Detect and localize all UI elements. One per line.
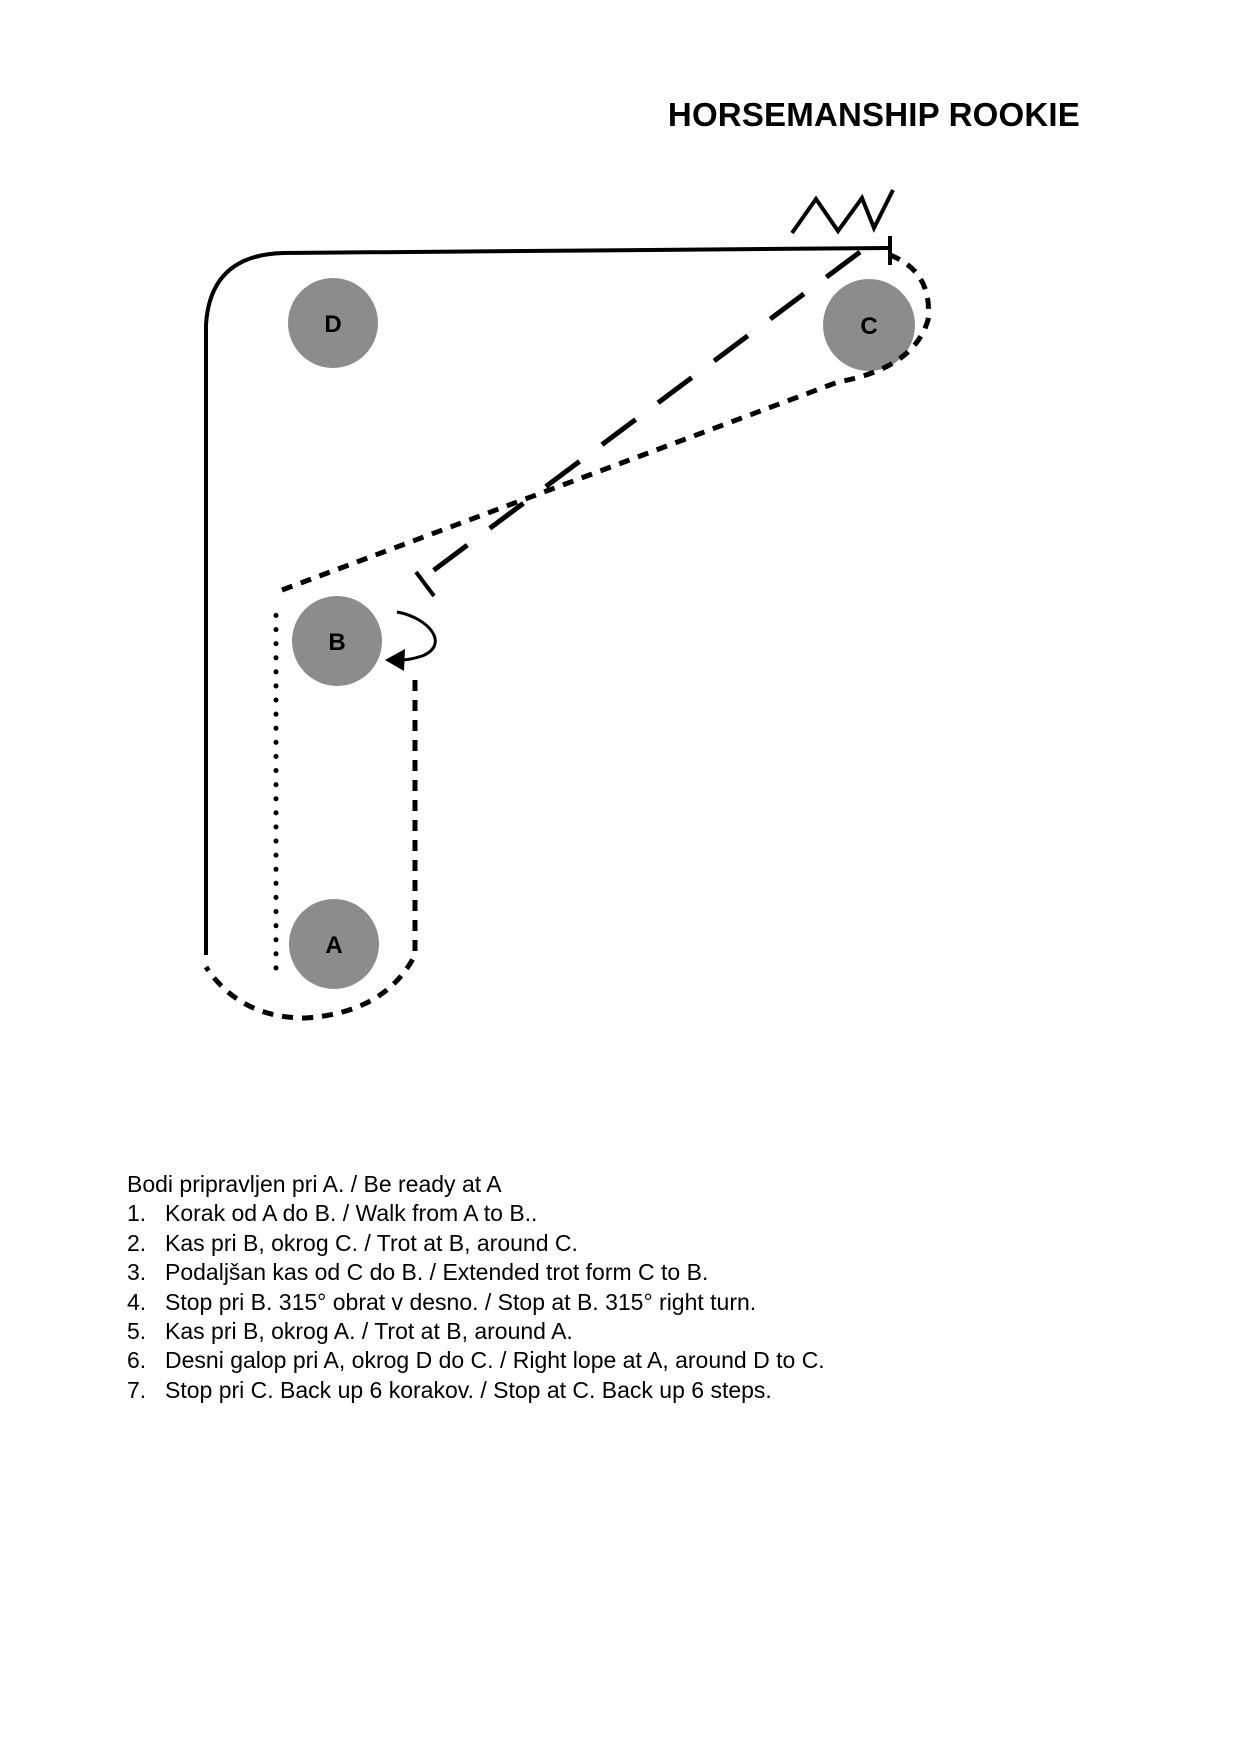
- step-text: Korak od A do B. / Walk from A to B..: [165, 1200, 538, 1227]
- instruction-step: 3. Podaljšan kas od C do B. / Extended tr…: [127, 1258, 1127, 1287]
- step-text: Stop pri C. Back up 6 korakov. / Stop at…: [165, 1376, 772, 1403]
- instruction-step: 7. Stop pri C. Back up 6 korakov. / Stop …: [127, 1376, 1127, 1405]
- pattern-diagram: D C B A: [203, 189, 932, 1021]
- instruction-step: 6. Desni galop pri A, okrog D do C. / Rig…: [127, 1346, 1127, 1375]
- instruction-step: 2. Kas pri B, okrog C. / Trot at B, aroun…: [127, 1229, 1127, 1258]
- step-number: 1.: [127, 1200, 147, 1227]
- instruction-steps: 1.Korak od A do B. / Walk from A to B.. …: [127, 1199, 1127, 1405]
- stop-marker-b: [414, 570, 436, 598]
- instruction-step: 1. Korak od A do B. / Walk from A to B..: [127, 1199, 1127, 1228]
- cone-d: D: [288, 278, 378, 368]
- trot-path-around-c: [281, 252, 932, 593]
- instruction-step: 4. Stop pri B. 315° obrat v desno. / Stop…: [127, 1288, 1127, 1317]
- lope-path: [204, 246, 891, 955]
- cone-d-label: D: [324, 311, 341, 338]
- step-number: 7.: [127, 1376, 147, 1403]
- instruction-step: 5. Kas pri B, okrog A. / Trot at B, aroun…: [127, 1317, 1127, 1346]
- step-text: Kas pri B, okrog C. / Trot at B, around …: [165, 1229, 578, 1256]
- step-number: 4.: [127, 1288, 147, 1315]
- step-number: 6.: [127, 1347, 147, 1374]
- step-text: Kas pri B, okrog A. / Trot at B, around …: [165, 1318, 573, 1345]
- cone-a: A: [289, 899, 379, 989]
- step-text: Desni galop pri A, okrog D do C. / Right…: [165, 1347, 825, 1374]
- backup-zigzag-icon: [790, 189, 895, 235]
- cone-c: C: [823, 279, 915, 371]
- step-text: Stop pri B. 315° obrat v desno. / Stop a…: [165, 1288, 757, 1315]
- turn-arrow: [396, 610, 437, 662]
- cone-a-label: A: [325, 932, 342, 959]
- turn-arrowhead-icon: [385, 649, 405, 671]
- step-number: 5.: [127, 1318, 147, 1345]
- cone-b-label: B: [328, 629, 345, 656]
- trot-path-around-a: [203, 680, 418, 1021]
- cone-c-label: C: [860, 313, 877, 340]
- instructions-intro: Bodi pripravljen pri A. / Be ready at A: [127, 1171, 502, 1197]
- extended-trot-path: [428, 249, 862, 576]
- step-text: Podaljšan kas od C do B. / Extended trot…: [165, 1259, 709, 1286]
- step-number: 2.: [127, 1229, 147, 1256]
- instructions: Bodi pripravljen pri A. / Be ready at A …: [127, 1170, 1127, 1405]
- step-number: 3.: [127, 1259, 147, 1286]
- page-title: HORSEMANSHIP ROOKIE: [667, 96, 1080, 133]
- cone-b: B: [292, 596, 382, 686]
